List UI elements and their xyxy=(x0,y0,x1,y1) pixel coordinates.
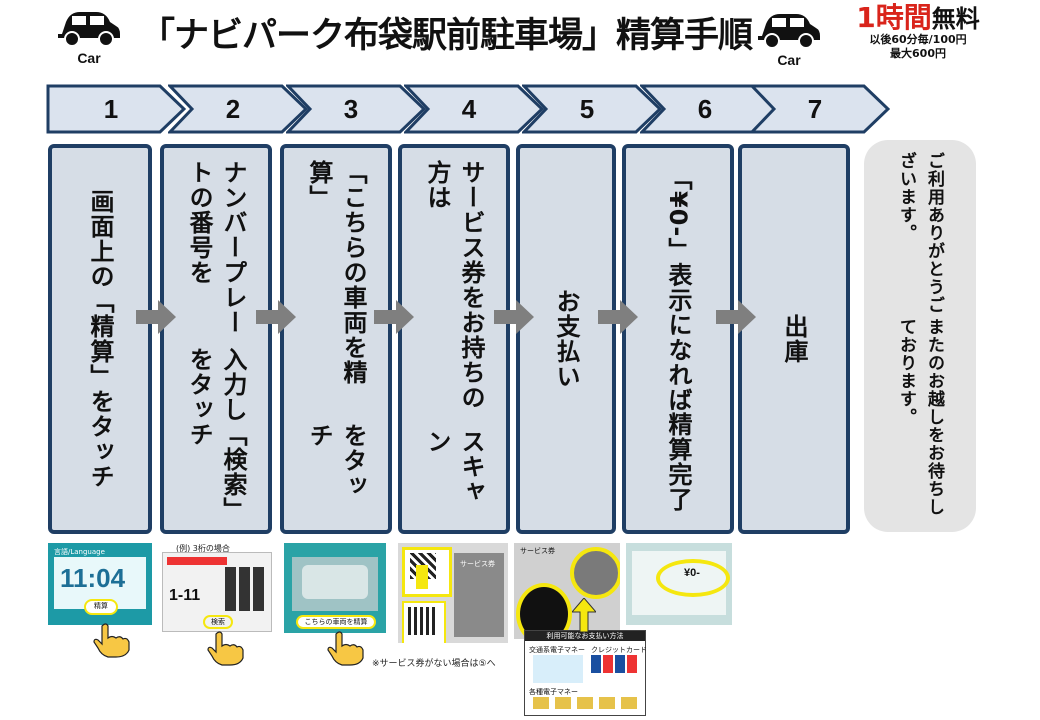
screen-pay-button: 精算 xyxy=(84,599,118,615)
right-arrow-icon xyxy=(374,300,414,334)
car-icon-right: Car xyxy=(756,6,822,68)
step-box-4: サービス券をお持ちの方はスキャン xyxy=(398,144,510,534)
step-text: ナンバープレートの番号を入力し「検索」をタッチ xyxy=(185,160,247,510)
step-number: 7 xyxy=(807,93,823,124)
screen-clock: 11:04 xyxy=(60,563,126,593)
step-box-2: ナンバープレートの番号を入力し「検索」をタッチ xyxy=(160,144,272,534)
service-ticket-label: サービス券 xyxy=(460,560,495,568)
ic-card-label: 交通系電子マネー xyxy=(529,646,585,654)
example-caption: (例) 3桁の場合 xyxy=(176,544,230,553)
photo-step6-zero-display: ¥0- xyxy=(626,543,732,625)
credit-card-label: クレジットカード xyxy=(591,646,647,654)
payment-methods-panel: 利用可能なお支払い方法 交通系電子マネー クレジットカード 各種電子マネー xyxy=(524,630,647,716)
photo-step4-ticket-reader: サービス券 xyxy=(398,543,508,643)
promo-free: 無料 xyxy=(931,5,980,33)
hand-pointer-icon xyxy=(206,630,246,666)
step-text: 出庫 xyxy=(780,314,808,364)
pay-this-vehicle-button: こちらの車両を精算 xyxy=(296,615,376,629)
service-ticket-note: ※サービス券がない場合は⑤へ xyxy=(372,659,496,669)
step-box-3: 「こちらの車両を精算」をタッチ xyxy=(280,144,392,534)
promo-hour: 1時間 xyxy=(856,1,932,34)
car-label: Car xyxy=(77,50,101,66)
right-arrow-icon xyxy=(136,300,176,334)
right-arrow-icon xyxy=(716,300,756,334)
screen-header: 言語/Language xyxy=(54,548,105,556)
payment-title: 利用可能なお支払い方法 xyxy=(525,631,645,641)
step-text: サービス券をお持ちの方はスキャン xyxy=(423,160,485,504)
right-arrow-icon xyxy=(598,300,638,334)
photo-step3-vehicle: こちらの車両を精算 xyxy=(284,543,386,633)
step-number: 3 xyxy=(343,93,359,124)
up-arrow-icon xyxy=(570,597,598,636)
step-number: 5 xyxy=(579,93,595,124)
step-box-1: 画面上の「精算」をタッチ xyxy=(48,144,152,534)
step-chevron-7: 7 xyxy=(750,84,890,134)
search-button-photo: 検索 xyxy=(203,615,233,629)
car-label: Car xyxy=(777,52,801,68)
thank-you-text: ご利用ありがとうございます。またのお越しをお待ちしております。 xyxy=(896,152,944,517)
car-icon-left: Car xyxy=(56,4,122,66)
promo-rate: 以後60分毎/100円 xyxy=(869,33,967,46)
zero-amount: ¥0- xyxy=(684,567,700,579)
step-box-6: 「¥0-」表示になれば精算完了 xyxy=(622,144,734,534)
step-chevron-1: 1 xyxy=(46,84,186,134)
photo-step2-keypad: 1-11 検索 xyxy=(162,552,272,632)
step-text: 「¥0-」表示になれば精算完了 xyxy=(664,165,692,513)
right-arrow-icon xyxy=(256,300,296,334)
page-title: 「ナビパーク布袋駅前駐車場」精算手順 xyxy=(140,16,753,56)
step-text: 「こちらの車両を精算」をタッチ xyxy=(305,160,367,498)
step-chevron-2: 2 xyxy=(168,84,308,134)
service-ticket-label: サービス券 xyxy=(520,547,555,555)
step-number: 6 xyxy=(697,93,713,124)
photo-step1-screen: 言語/Language 11:04 精算 xyxy=(48,543,152,625)
step-chevron-4: 4 xyxy=(404,84,544,134)
e-money-label: 各種電子マネー xyxy=(529,688,578,696)
step-number: 1 xyxy=(103,93,119,124)
hand-pointer-icon xyxy=(92,622,132,658)
step-box-5: お支払い xyxy=(516,144,616,534)
step-chevron-3: 3 xyxy=(286,84,426,134)
step-chevron-5: 5 xyxy=(522,84,662,134)
step-box-7: 出庫 xyxy=(738,144,850,534)
step-number: 2 xyxy=(225,93,241,124)
step-text: お支払い xyxy=(552,289,580,389)
photo-step5-payment: サービス券 xyxy=(514,543,620,639)
right-arrow-icon xyxy=(494,300,534,334)
pricing-box: 1時間無料 以後60分毎/100円 最大600円 xyxy=(838,4,998,61)
step-text: 画面上の「精算」をタッチ xyxy=(86,189,114,489)
plate-digits: 1-11 xyxy=(169,587,201,604)
promo-max: 最大600円 xyxy=(890,47,946,60)
step-number: 4 xyxy=(461,93,477,124)
hand-pointer-icon xyxy=(326,630,366,666)
thank-you-box: ご利用ありがとうございます。またのお越しをお待ちしております。 xyxy=(864,140,976,532)
